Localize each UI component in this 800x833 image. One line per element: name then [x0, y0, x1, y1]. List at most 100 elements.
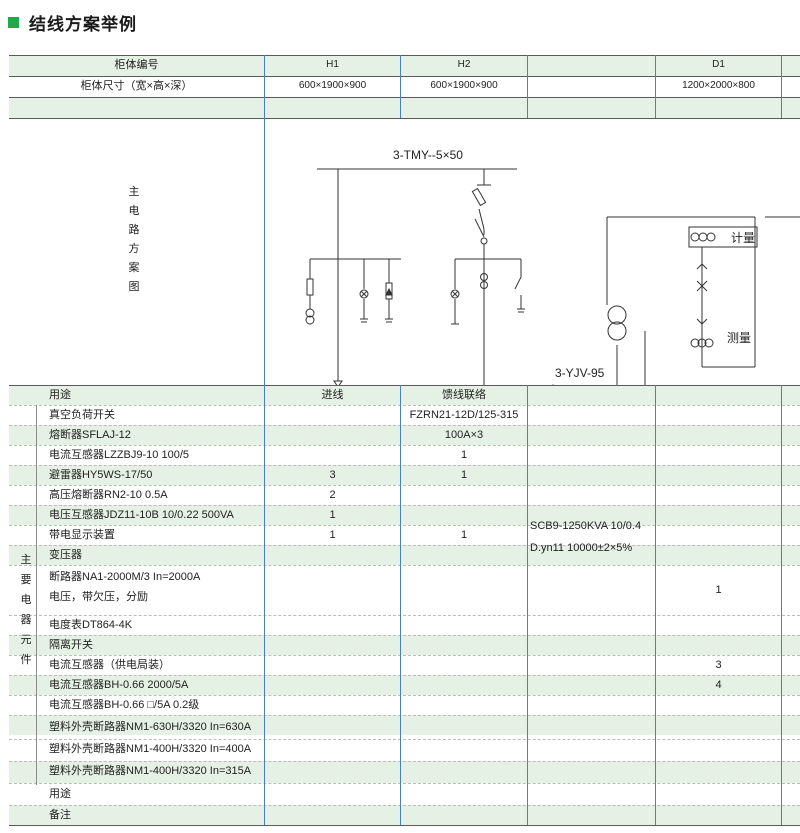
component-name: 熔断器SFLAJ-12 — [49, 429, 131, 441]
row-bg — [9, 425, 800, 445]
cabinet-no-label: 柜体编号 — [114, 59, 159, 71]
column-rule — [527, 55, 528, 118]
row-bg — [9, 675, 800, 695]
component-name: 塑料外壳断路器NM1-400H/3320 In=400A — [49, 743, 252, 755]
h1-qty: 2 — [329, 489, 336, 501]
section-title: 结线方案举例 — [8, 8, 137, 36]
component-name: 隔离开关 — [49, 639, 93, 651]
row-bg — [9, 761, 800, 783]
column-header-h2: H2 — [457, 59, 471, 70]
page-title: 结线方案举例 — [29, 14, 137, 35]
column-rule — [264, 55, 265, 825]
scheme-table: 柜体编号 H1 H2 D1 柜体尺寸（宽×高×深） 600×1900×900 6… — [9, 55, 800, 826]
footer-use-label: 用途 — [49, 788, 71, 800]
h1-qty: 1 — [329, 509, 336, 521]
circuit-diagram: 3-TMY--5×50 3-YJV-95 计量 测量 — [305, 148, 800, 385]
table-rule — [9, 739, 800, 740]
table-rule — [9, 485, 800, 486]
h2-qty: 100A×3 — [444, 429, 484, 441]
row-bg — [9, 55, 800, 76]
table-rule — [9, 783, 800, 784]
row-bg — [9, 505, 800, 525]
table-rule — [9, 545, 800, 546]
column-header-d1: D1 — [712, 59, 725, 70]
component-name: 电流互感器BH-0.66 2000/5A — [49, 679, 189, 691]
table-rule — [9, 761, 800, 762]
h2-qty: FZRN21-12D/125-315 — [409, 409, 519, 421]
column-rule — [400, 385, 401, 825]
h2-qty: 1 — [460, 449, 468, 461]
table-rule — [9, 425, 800, 426]
table-rule — [9, 675, 800, 676]
diagram-row-label: 主 电 路 方 案 图 — [128, 186, 140, 293]
component-name: 电压互感器JDZ11-10B 10/0.22 500VA — [49, 509, 234, 521]
table-rule — [9, 118, 800, 119]
component-name: 塑料外壳断路器NM1-630H/3320 In=630A — [49, 721, 252, 733]
table-rule — [9, 505, 800, 506]
table-rule — [9, 805, 800, 806]
remark-label: 备注 — [49, 809, 71, 821]
table-rule — [9, 825, 800, 826]
column-rule — [781, 55, 782, 118]
component-name: 避雷器HY5WS-17/50 — [49, 469, 153, 481]
component-name: 塑料外壳断路器NM1-400H/3320 In=315A — [49, 765, 252, 777]
component-name: 带电显示装置 — [49, 529, 115, 541]
column-rule — [655, 55, 656, 118]
table-rule — [9, 385, 800, 386]
column-rule — [36, 405, 37, 785]
component-name: 电压，带欠压，分励 — [49, 591, 148, 603]
d1-qty: 4 — [715, 679, 722, 691]
row-bg — [9, 545, 800, 565]
table-rule — [9, 76, 800, 77]
h2-qty: 1 — [460, 529, 468, 541]
row-bg — [9, 385, 800, 405]
component-name: 高压熔断器RN2-10 0.5A — [49, 489, 168, 501]
table-rule — [9, 465, 800, 466]
size-h1: 600×1900×900 — [298, 80, 367, 91]
title-marker-icon — [8, 16, 19, 28]
table-rule — [9, 715, 800, 716]
component-name: 电流互感器BH-0.66 □/5A 0.2级 — [49, 699, 200, 711]
component-name: 变压器 — [49, 549, 82, 561]
d1-qty: 1 — [715, 584, 722, 596]
table-rule — [9, 97, 800, 98]
busbar-label: 3-TMY--5×50 — [393, 148, 463, 162]
component-name: 真空负荷开关 — [49, 409, 115, 421]
table-rule — [9, 445, 800, 446]
component-name: 电流互感器LZZBJ9-10 100/5 — [49, 449, 189, 461]
table-rule — [9, 55, 800, 56]
table-rule — [9, 655, 800, 656]
table-rule — [9, 565, 800, 566]
row-bg — [9, 97, 800, 118]
transformer-spec: D.yn11 10000±2×5% — [530, 542, 633, 554]
size-label: 柜体尺寸（宽×高×深） — [80, 80, 193, 92]
size-h2: 600×1900×900 — [430, 80, 498, 91]
row-bg — [9, 715, 800, 735]
h2-qty: 1 — [460, 469, 468, 481]
size-d1: 1200×2000×800 — [682, 80, 755, 91]
use-label: 用途 — [49, 389, 71, 401]
row-bg — [9, 465, 800, 485]
column-rule — [527, 385, 528, 825]
h1-qty: 3 — [329, 469, 336, 481]
component-name: 电流互感器（供电局装） — [49, 659, 170, 671]
use-h1: 进线 — [321, 389, 344, 401]
d1-qty: 3 — [715, 659, 722, 671]
use-h2: 馈线联络 — [442, 389, 486, 401]
component-name: 电度表DT864-4K — [49, 619, 133, 631]
table-rule — [9, 525, 800, 526]
cable-label: 3-YJV-95 — [555, 366, 605, 380]
column-header-h1: H1 — [326, 59, 339, 70]
measure-label: 测量 — [727, 331, 751, 345]
component-name: 断路器NA1-2000M/3 In=2000A — [49, 571, 201, 583]
row-bg — [9, 635, 800, 655]
column-rule — [781, 385, 782, 825]
transformer-spec: SCB9-1250KVA 10/0.4 — [530, 520, 642, 532]
table-rule — [9, 695, 800, 696]
metering-label: 计量 — [731, 231, 755, 245]
table-rule — [9, 635, 800, 636]
h1-qty: 1 — [329, 529, 336, 541]
table-rule — [9, 615, 800, 616]
column-rule — [655, 385, 656, 825]
table-rule — [9, 405, 800, 406]
